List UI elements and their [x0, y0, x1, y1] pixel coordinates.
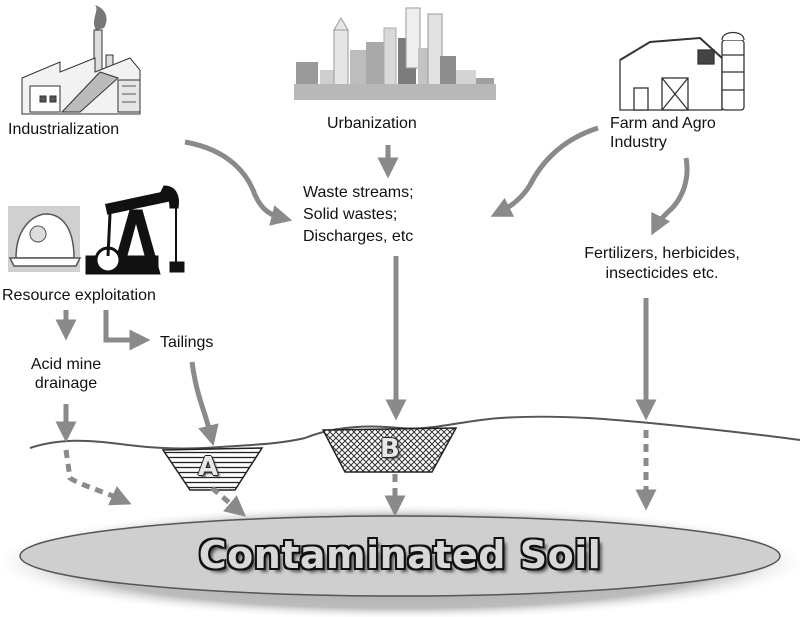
- arrow-industrialization-to-waste: [184, 139, 293, 226]
- tailings-label: Tailings: [160, 334, 214, 351]
- urbanization-label: Urbanization: [327, 115, 417, 132]
- discharges-label: Discharges, etc: [303, 228, 414, 245]
- fertilizers-label-line1: Fertilizers, herbicides,: [584, 245, 740, 262]
- pit-b: [321, 427, 458, 473]
- waste-streams-label: Waste streams;: [303, 184, 414, 201]
- city-skyline-icon: [294, 7, 496, 100]
- pit-a: [161, 447, 264, 491]
- pit-b-label: B: [380, 434, 400, 464]
- solid-wastes-label: Solid wastes;: [303, 206, 398, 223]
- contaminated-soil-ellipse: [0, 504, 800, 617]
- farm-agro-label-line2: Industry: [610, 134, 667, 151]
- factory-icon: [21, 5, 141, 115]
- arrow-resource-to-tailings: [103, 310, 151, 351]
- dashed-arrow-pit-a-to-soil: [210, 486, 247, 517]
- resource-exploitation-label: Resource exploitation: [2, 287, 156, 304]
- acid-mine-drainage-label-line2: drainage: [34, 375, 98, 392]
- hard-hat-icon: [8, 206, 82, 272]
- fertilizers-label-line2: insecticides etc.: [605, 265, 719, 282]
- barn-icon: [619, 31, 745, 111]
- ground-surface-line: [29, 415, 800, 450]
- dashed-arrow-acid-to-soil: [63, 449, 132, 506]
- arrow-farm-to-waste: [490, 125, 599, 217]
- arrow-farm-to-fertilizers: [651, 157, 690, 236]
- pump-jack-icon: [85, 185, 185, 275]
- farm-agro-label-line1: Farm and Agro: [610, 115, 716, 132]
- arrow-tailings-to-pit-a: [189, 361, 219, 447]
- pit-a-label: A: [198, 452, 219, 482]
- industrialization-label: Industrialization: [8, 121, 120, 138]
- contaminated-soil-label: Contaminated Soil: [198, 533, 602, 577]
- acid-mine-drainage-label-line1: Acid mine: [30, 356, 102, 373]
